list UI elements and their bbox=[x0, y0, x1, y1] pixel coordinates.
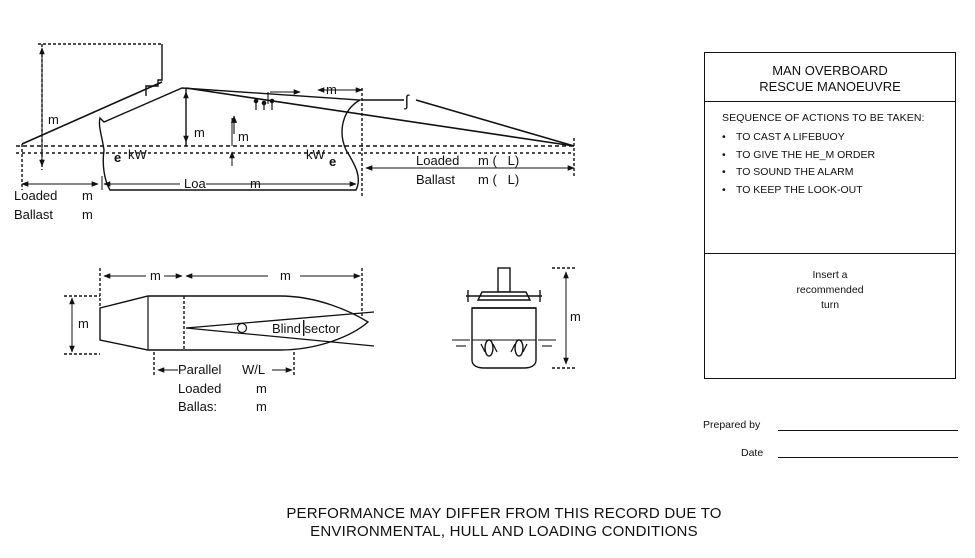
aft-ballast-label: Ballast bbox=[14, 207, 54, 222]
side-m-draft: m bbox=[194, 125, 205, 140]
plan-ballast-m: m bbox=[256, 399, 267, 414]
bullet-icon: • bbox=[722, 148, 726, 161]
side-m-height: m bbox=[48, 112, 59, 127]
kw-aft-mark: e bbox=[114, 150, 121, 165]
footer-line2: ENVIRONMENTAL, HULL AND LOADING CONDITIO… bbox=[310, 523, 698, 540]
blind-sector-upper bbox=[185, 311, 375, 329]
prepared-by-line[interactable] bbox=[778, 430, 958, 431]
kw-aft-label: kW bbox=[128, 147, 148, 162]
date-line[interactable] bbox=[778, 457, 958, 458]
side-view bbox=[16, 43, 575, 196]
aft-loaded-label: Loaded bbox=[14, 188, 58, 203]
fwd-loaded-label: Loaded bbox=[416, 153, 460, 168]
front-hull-outline bbox=[471, 307, 537, 369]
plan-loaded-m: m bbox=[256, 381, 267, 396]
fwd-ballast-m: m ( L) bbox=[478, 172, 520, 187]
action-list: •TO CAST A LIFEBUOY •TO GIVE THE HE_M OR… bbox=[722, 129, 875, 199]
kw-fwd-label: kW bbox=[306, 147, 326, 162]
list-item: •TO GIVE THE HE_M ORDER bbox=[722, 147, 875, 165]
bullet-icon: • bbox=[722, 183, 726, 196]
side-m-bow: m bbox=[326, 82, 337, 97]
turn-placeholder: Insert a recommended turn bbox=[796, 269, 864, 311]
plan-m-beam: m bbox=[78, 316, 89, 331]
parallel-label: Parallel bbox=[178, 362, 222, 377]
list-item: •TO SOUND THE ALARM bbox=[722, 164, 875, 182]
fwd-ballast-label: Ballast bbox=[416, 172, 456, 187]
side-m-eye: m bbox=[238, 129, 249, 144]
plan-m-aft: m bbox=[150, 268, 161, 283]
list-item: •TO CAST A LIFEBUOY bbox=[722, 129, 875, 147]
plan-ballast-label: Ballas: bbox=[178, 399, 218, 414]
front-view bbox=[452, 267, 576, 369]
blind-sector-lower bbox=[185, 327, 375, 347]
sight-line-aft bbox=[21, 81, 163, 145]
bullet-icon: • bbox=[722, 131, 726, 143]
list-item: •TO KEEP THE LOOK-OUT bbox=[722, 182, 875, 200]
wl-label: W/L bbox=[242, 362, 266, 377]
plan-hull-outline bbox=[99, 295, 370, 351]
footer-line1: PERFORMANCE MAY DIFFER FROM THIS RECORD … bbox=[286, 505, 722, 522]
panel-title-line2: RESCUE MANOEUVRE bbox=[759, 79, 901, 94]
bullet-icon: • bbox=[722, 166, 726, 178]
sequence-section: SEQUENCE OF ACTIONS TO BE TAKEN: •TO CAS… bbox=[705, 101, 955, 254]
aft-ballast-m: m bbox=[82, 207, 93, 222]
loa-label: Loa bbox=[184, 176, 206, 191]
panel-title-line1: MAN OVERBOARD bbox=[772, 63, 888, 78]
front-m-height: m bbox=[570, 309, 581, 324]
plan-loaded-label: Loaded bbox=[178, 381, 222, 396]
fwd-loaded-m: m ( L) bbox=[478, 153, 520, 168]
break-mark: ʃ bbox=[404, 93, 410, 110]
manoeuvre-panel: MAN OVERBOARD RESCUE MANOEUVRE SEQUENCE … bbox=[704, 52, 956, 379]
blind-sector-label: Blind sector bbox=[272, 321, 341, 336]
hull-outline bbox=[98, 87, 363, 191]
plan-view bbox=[64, 268, 375, 376]
sight-line-fwd bbox=[185, 87, 575, 147]
footer-disclaimer: PERFORMANCE MAY DIFFER FROM THIS RECORD … bbox=[200, 505, 808, 541]
kw-fwd-mark: e bbox=[329, 154, 336, 169]
plan-m-fwd: m bbox=[280, 268, 291, 283]
prepared-by-label: Prepared by bbox=[703, 419, 761, 431]
panel-header: MAN OVERBOARD RESCUE MANOEUVRE bbox=[705, 53, 955, 102]
date-label: Date bbox=[741, 447, 764, 459]
loa-m: m bbox=[250, 176, 261, 191]
sequence-title: SEQUENCE OF ACTIONS TO BE TAKEN: bbox=[722, 112, 925, 124]
aft-loaded-m: m bbox=[82, 188, 93, 203]
